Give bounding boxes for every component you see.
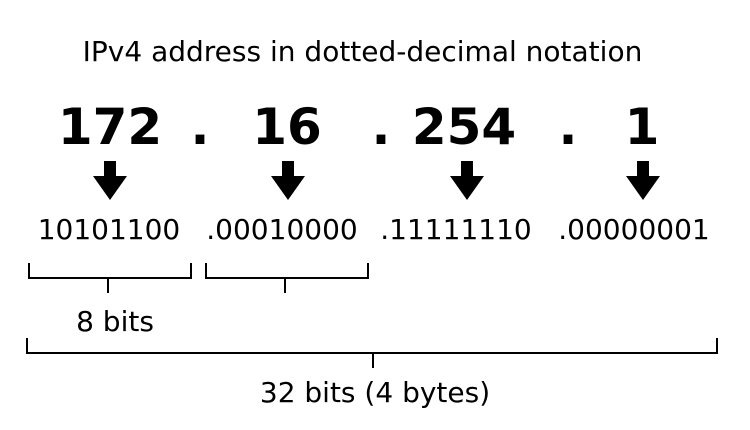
decimal-octet-4: 1	[624, 98, 660, 156]
label-32-bits: 32 bits (4 bytes)	[259, 376, 491, 409]
brackets	[26, 263, 718, 368]
down-arrow-icon	[626, 161, 660, 200]
binary-octet-4: .00000001	[558, 213, 710, 246]
decimal-octet-1: 172	[57, 98, 163, 156]
decimal-octet-2: 16	[252, 98, 322, 156]
bracket-total	[26, 338, 718, 368]
bracket-byte-2	[205, 263, 369, 293]
binary-octet-3: .11111110	[380, 213, 532, 246]
down-arrow-icon	[450, 161, 484, 200]
down-arrow-icon	[93, 161, 127, 200]
decimal-dot-3: .	[558, 98, 578, 156]
down-arrow-icon	[271, 161, 305, 200]
decimal-dot-1: .	[190, 98, 210, 156]
arrows	[93, 161, 660, 200]
label-8-bits: 8 bits	[76, 305, 154, 338]
diagram-title: IPv4 address in dotted-decimal notation	[82, 35, 643, 68]
bracket-byte-1	[28, 263, 192, 293]
decimal-octet-3: 254	[411, 98, 517, 156]
decimal-dot-2: .	[371, 98, 391, 156]
binary-octet-1: 10101100	[37, 213, 181, 246]
binary-octet-2: .00010000	[206, 213, 358, 246]
